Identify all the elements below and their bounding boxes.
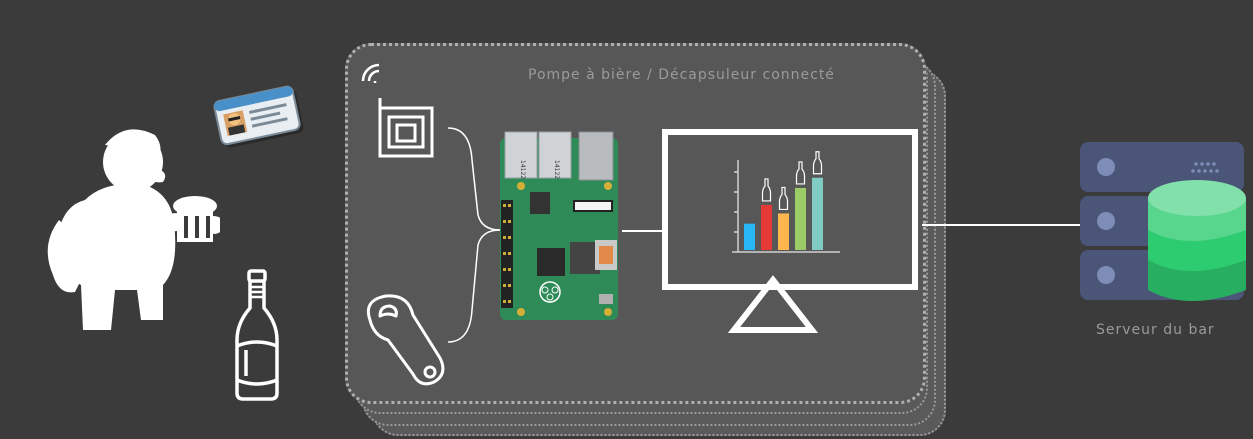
id-card-icon [213,85,304,148]
pump-card-title: Pompe à bière / Décapsuleur connecté [528,67,835,83]
display-to-server-line [922,224,1082,226]
chart-bar [761,204,772,250]
chart-bar [812,177,823,250]
beer-bottle-icon [235,269,279,401]
server-database-icon [1080,142,1246,301]
nfc-tag-icon [361,63,434,158]
display-screen-icon [662,129,918,333]
pump-card [345,43,926,404]
chart-bar [795,187,806,250]
chart-bottle-icon [812,151,823,175]
person-drinking-beer-icon [47,129,220,330]
bottle-opener-icon [366,294,445,386]
server-label: Serveur du bar [1096,322,1215,338]
chart-bar [778,213,789,250]
board-to-display-line [622,230,662,232]
beer-chart [732,151,840,253]
usb-label-1: 14122 [519,160,526,179]
chart-bottle-icon [795,161,806,185]
usb-label-2: 14122 [553,160,560,179]
raspberry-pi-board-icon: 14122 14122 [500,131,618,320]
chart-bottle-icon [761,178,772,202]
input-connectors [447,127,501,343]
chart-bottle-icon [778,186,789,211]
chart-bar [744,223,755,250]
